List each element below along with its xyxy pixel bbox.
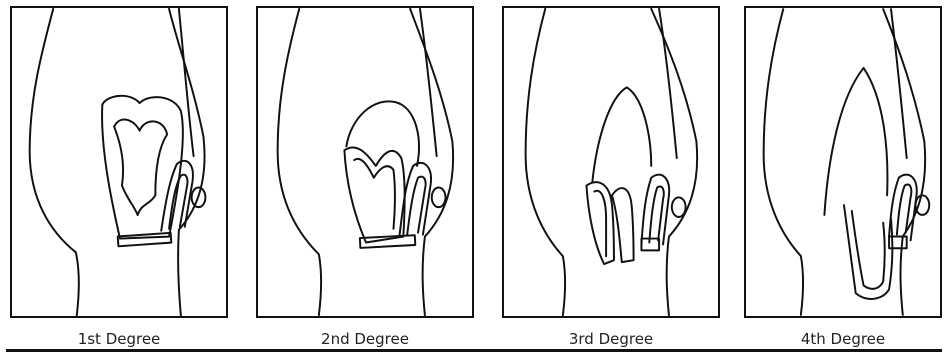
panel-1st-degree: [10, 6, 228, 318]
abdominal-wall-outline: [526, 9, 566, 315]
abdominal-wall-outline: [30, 9, 79, 315]
ovary: [672, 197, 686, 217]
abdominal-wall-outline: [278, 9, 321, 315]
panel-4th-degree: [744, 6, 942, 318]
cervix-band: [118, 233, 172, 246]
panel-2-illustration: [258, 8, 472, 316]
panel-4-illustration: [746, 8, 940, 316]
vaginal-wall: [592, 87, 651, 181]
uterus-loop: [612, 188, 634, 262]
bladder-loop-inner: [407, 177, 425, 235]
uterus-inner: [354, 159, 395, 229]
uterus-inner: [114, 120, 167, 215]
posterior-outline: [651, 9, 697, 315]
panel-2nd-degree: [256, 6, 474, 318]
rectum-line: [891, 9, 907, 158]
vaginal-wall: [824, 68, 887, 215]
panel-3-illustration: [504, 8, 718, 316]
abdominal-wall-outline: [764, 9, 803, 315]
uterus-outer: [586, 182, 613, 264]
bladder-loop: [641, 175, 669, 245]
bladder-loop-inner: [649, 186, 663, 242]
uterus-inner: [852, 211, 885, 289]
rectum-line: [659, 9, 677, 158]
bottom-rule: [6, 349, 942, 352]
rectum-line: [420, 9, 437, 156]
panel-1-illustration: [12, 8, 226, 316]
posterior-outline: [410, 9, 453, 315]
ovary: [432, 188, 446, 208]
panel-3rd-degree: [502, 6, 720, 318]
bladder-loop: [889, 175, 917, 241]
rectum-line: [179, 9, 194, 156]
posterior-outline: [883, 9, 925, 315]
